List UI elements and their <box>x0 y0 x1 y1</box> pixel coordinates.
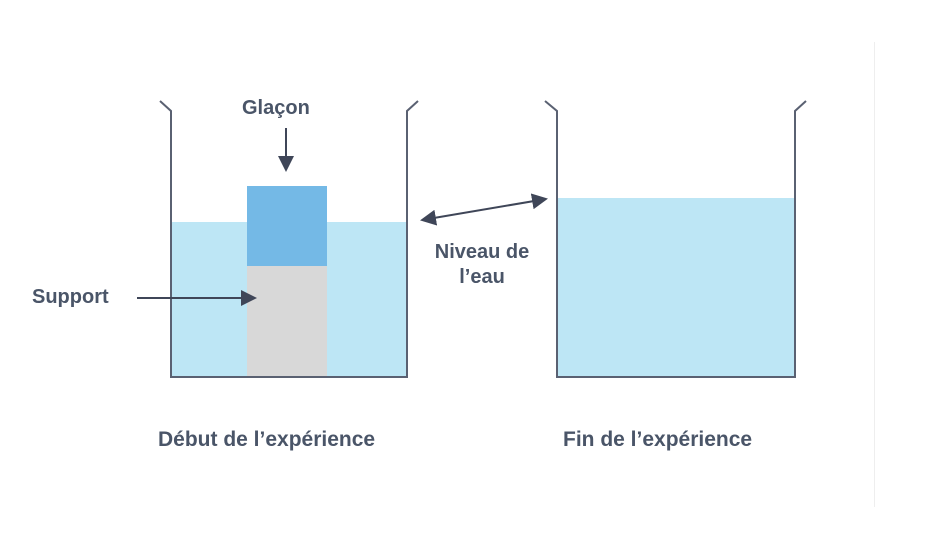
water-level-label-line1: Niveau de <box>434 241 530 263</box>
end-beaker-outline <box>544 100 807 378</box>
water-level-label: Niveau de l’eau <box>420 240 544 290</box>
support-block <box>247 266 327 376</box>
start-caption: Début de l’expérience <box>158 428 376 451</box>
ice-cube <box>247 186 327 266</box>
start-beaker <box>159 100 419 378</box>
right-divider <box>874 42 875 507</box>
ice-label: Glaçon <box>242 97 310 119</box>
water-level-label-line2: l’eau <box>459 266 505 288</box>
water-level-arrow <box>420 193 548 226</box>
end-beaker <box>544 100 807 378</box>
end-caption: Fin de l’expérience <box>563 428 753 451</box>
support-label: Support <box>32 286 109 308</box>
end-water <box>558 198 794 376</box>
start-beaker-outline <box>159 100 419 378</box>
